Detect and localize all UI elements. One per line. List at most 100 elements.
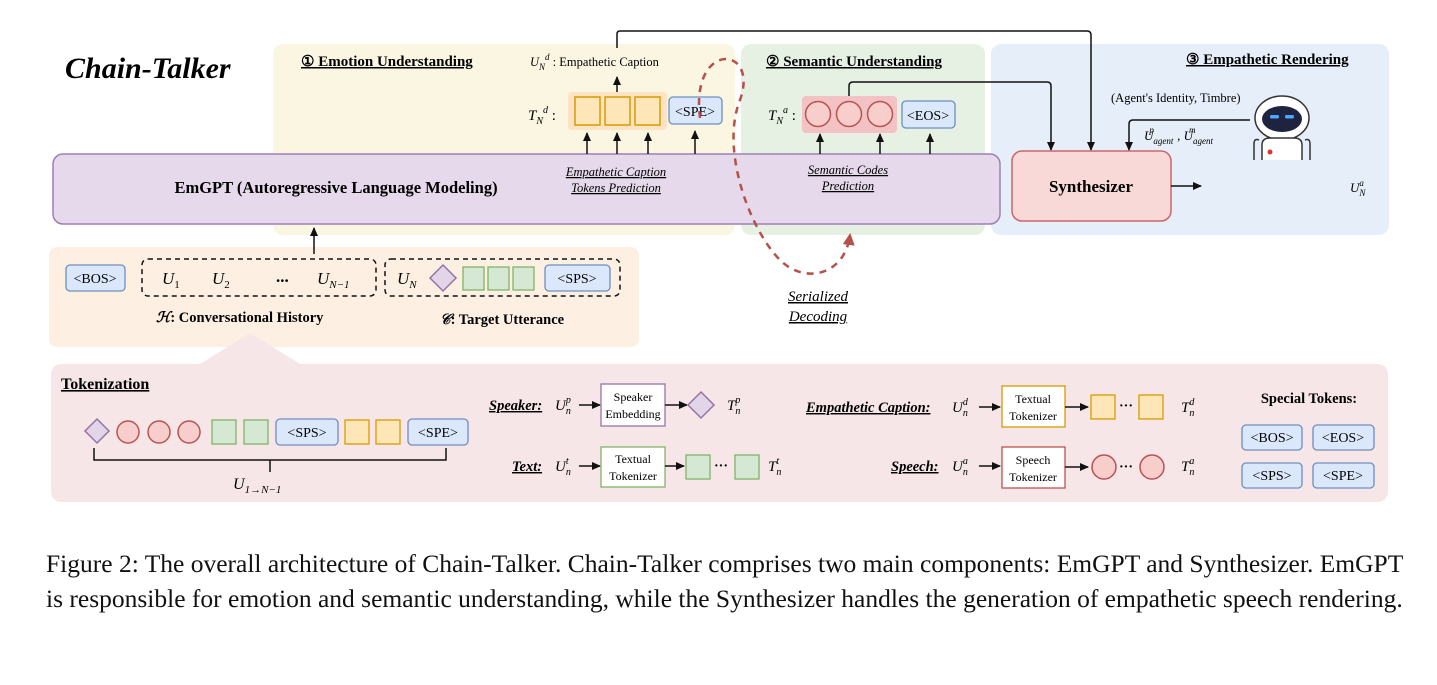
robot-agent-icon xyxy=(1253,95,1311,160)
history-group xyxy=(141,258,377,297)
speaker-out-label: Tnp xyxy=(727,395,740,417)
tok-spe-token xyxy=(407,418,469,446)
text-token xyxy=(462,266,485,291)
special-token-spe xyxy=(1312,462,1375,489)
tok-code-token xyxy=(147,420,171,444)
speech-box-line1: Speech xyxy=(1016,453,1051,467)
codes-to-synth-line xyxy=(848,81,1055,151)
emgpt-box xyxy=(52,153,1001,225)
caption-out-token xyxy=(1138,394,1164,420)
tok-sps-label: <SPS> xyxy=(287,426,326,441)
codes-pred-line2: Prediction xyxy=(821,179,874,193)
history-token: U1 xyxy=(162,269,180,291)
sps-token xyxy=(544,264,611,292)
caption-box-line1: Textual xyxy=(1015,392,1051,406)
speech-out-token xyxy=(1139,454,1165,480)
input-section-bg xyxy=(49,247,639,347)
speaker-input: Unp xyxy=(555,395,571,417)
input-pointer xyxy=(200,333,300,364)
bos-token-label: <BOS> xyxy=(73,272,116,287)
caption-pred-line1: Empathetic Caption xyxy=(565,165,666,179)
tok-caption-token xyxy=(344,419,370,445)
tok-code-token xyxy=(177,420,201,444)
caption-pred-line2: Tokens Prediction xyxy=(571,181,661,195)
speaker-box-line2: Embedding xyxy=(605,407,660,421)
tok-code-token xyxy=(116,420,140,444)
speech-tokenizer-box xyxy=(1001,446,1066,489)
special-token-eos-label: <EOS> xyxy=(1322,431,1364,446)
semantic-code-token xyxy=(804,100,832,128)
synthesizer-label: Synthesizer xyxy=(1049,177,1134,196)
tok-caption-token xyxy=(375,419,401,445)
tok-spe-label: <SPE> xyxy=(418,426,458,441)
speaker-token xyxy=(428,263,458,293)
serialized-line2: Decoding xyxy=(788,309,848,325)
special-token-spe-label: <SPE> xyxy=(1323,469,1363,484)
emgpt-label: EmGPT (Autoregressive Language Modeling) xyxy=(174,178,497,197)
eos-token-out xyxy=(901,100,956,129)
history-caption: ℋ: Conversational History xyxy=(156,310,324,326)
special-token-sps-label: <SPS> xyxy=(1252,469,1291,484)
speech-waveform-icon xyxy=(1214,170,1335,206)
text-input: Unt xyxy=(555,456,571,478)
caption-token xyxy=(574,96,601,126)
caption-input: Und xyxy=(952,397,969,419)
tok-text-token xyxy=(243,419,269,445)
tokenization-title: Tokenization xyxy=(61,376,149,393)
speech-out-ellipsis: ··· xyxy=(1119,460,1133,475)
range-label: U1→N−1 xyxy=(233,476,281,496)
emotion-header: ① Emotion Understanding xyxy=(301,54,473,70)
speaker-embedding-box xyxy=(600,383,666,427)
spe-token-out-label: <SPE> xyxy=(675,105,715,120)
caption-out-label: Tnd xyxy=(1181,397,1195,419)
semantic-code-token xyxy=(866,100,894,128)
text-row-label: Text: xyxy=(512,459,542,475)
caption-out-ellipsis: ··· xyxy=(1119,399,1133,414)
text-out-token xyxy=(734,454,760,480)
text-box-line2: Tokenizer xyxy=(609,469,657,483)
history-token: UN−1 xyxy=(317,269,350,291)
text-out-token xyxy=(685,454,711,480)
target-token: UN xyxy=(397,269,417,291)
caption-row-label: Empathetic Caption: xyxy=(805,400,930,416)
speech-box-line2: Tokenizer xyxy=(1009,470,1057,484)
text-tokenizer-box xyxy=(600,446,666,488)
speech-row-label: Speech: xyxy=(891,459,939,475)
udn-label: UNd : Empathetic Caption xyxy=(530,52,660,72)
special-token-bos xyxy=(1241,424,1303,451)
tok-speaker-token xyxy=(83,417,111,445)
speech-out-label: Tna xyxy=(1181,456,1194,478)
sps-token-label: <SPS> xyxy=(557,272,596,287)
serialized-line1: Serialized xyxy=(788,289,848,305)
rendering-header: ③ Empathetic Rendering xyxy=(1186,52,1349,68)
range-bracket xyxy=(93,448,447,472)
special-token-bos-label: <BOS> xyxy=(1250,431,1293,446)
tan-label: TNa : xyxy=(768,105,796,127)
figure-caption: Figure 2: The overall architecture of Ch… xyxy=(46,549,1403,613)
speech-input: Una xyxy=(952,456,968,478)
speaker-out-token xyxy=(686,390,716,420)
speech-out-token xyxy=(1091,454,1117,480)
agent-identity-label: (Agent's Identity, Timbre) xyxy=(1111,91,1241,105)
serialized-decoding-curve xyxy=(697,57,855,275)
caption-to-synth-line xyxy=(616,30,1095,151)
synth-output-label: UNa xyxy=(1350,178,1366,198)
history-ellipsis: ... xyxy=(276,267,289,286)
caption-token xyxy=(604,96,631,126)
eos-token-out-label: <EOS> xyxy=(907,109,949,124)
special-token-sps xyxy=(1241,462,1303,489)
text-out-label: Tnt xyxy=(768,456,781,478)
caption-token xyxy=(634,96,661,126)
target-caption: 𝒞: Target Utterance xyxy=(440,312,565,328)
speaker-row-label: Speaker: xyxy=(489,398,542,414)
agent-to-synth-line xyxy=(1125,119,1250,151)
diagram-title: Chain-Talker xyxy=(65,52,231,85)
target-group xyxy=(384,258,621,297)
tok-text-token xyxy=(211,419,237,445)
text-token xyxy=(512,266,535,291)
semantic-header: ② Semantic Understanding xyxy=(766,54,942,70)
special-tokens-title: Special Tokens: xyxy=(1261,391,1357,407)
special-token-eos xyxy=(1312,424,1375,451)
architecture-diagram: Chain-Talker ① Emotion Understanding ② S… xyxy=(49,30,1389,502)
bos-token xyxy=(65,264,126,292)
